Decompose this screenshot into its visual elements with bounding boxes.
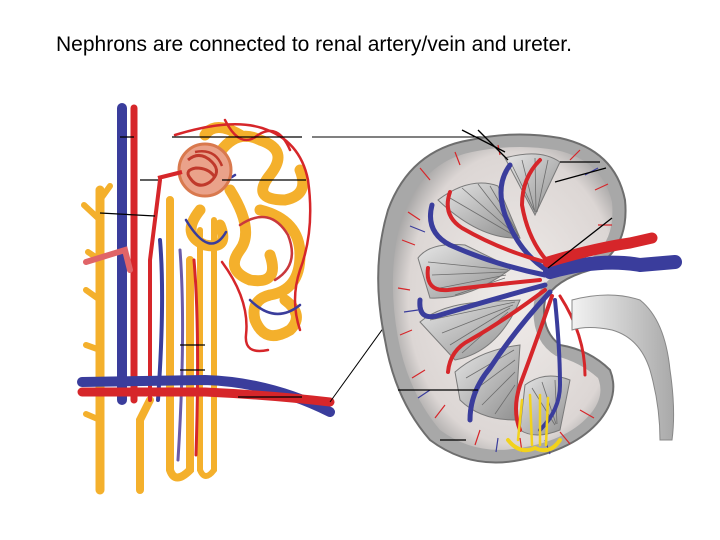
nephron-illustration bbox=[77, 103, 335, 495]
glomerulus bbox=[157, 142, 233, 198]
nephron-leader-lines bbox=[99, 136, 306, 398]
peritubular-capillaries bbox=[173, 118, 312, 353]
arcuate-artery bbox=[77, 387, 335, 407]
ureter bbox=[571, 294, 675, 441]
collecting-tubules-highlight bbox=[506, 393, 562, 453]
kidney-leader-lines bbox=[398, 129, 613, 441]
slide-title: Nephrons are connected to renal artery/v… bbox=[56, 33, 572, 56]
cortical-vessels bbox=[397, 144, 612, 455]
renal-arteries bbox=[425, 158, 658, 432]
kidney-cross-section-illustration bbox=[377, 133, 682, 464]
arcuate-vein bbox=[77, 374, 335, 417]
collecting-duct bbox=[81, 183, 217, 495]
